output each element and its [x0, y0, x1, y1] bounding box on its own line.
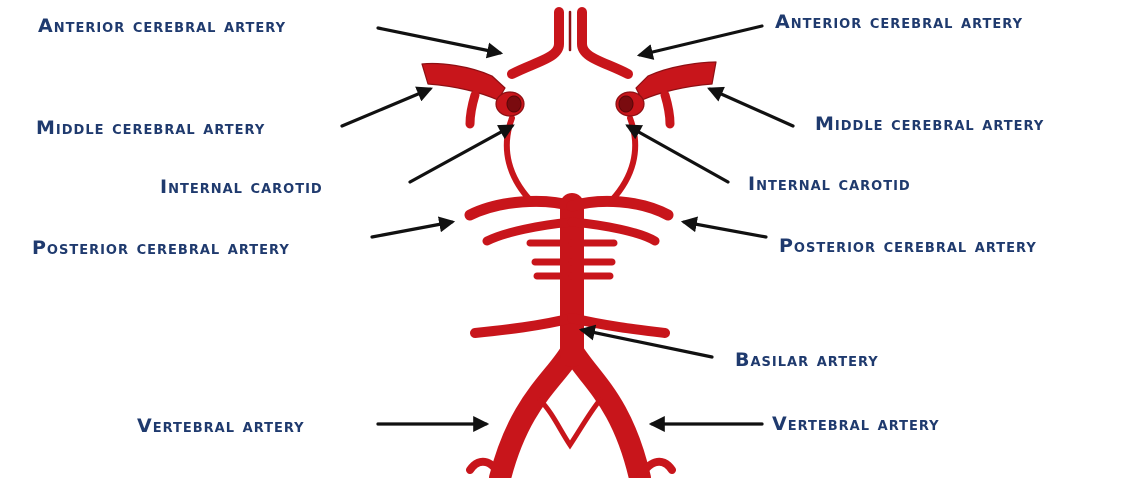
- anterior-cerebral-arteries: [507, 7, 633, 79]
- arrow-aca-left: [376, 26, 504, 59]
- label-vertebral-right: Vertebral artery: [772, 413, 940, 435]
- label-anterior-cerebral-left: Anterior cerebral artery: [38, 15, 286, 37]
- arrow-ica-left: [408, 124, 515, 184]
- arrow-mca-right: [707, 86, 795, 128]
- arrow-aca-right: [636, 24, 764, 60]
- label-posterior-cerebral-right: Posterior cerebral artery: [779, 235, 1037, 257]
- arrow-basilar: [578, 324, 714, 359]
- labels: Anterior cerebral artery Anterior cerebr…: [32, 11, 1044, 437]
- arrow-pca-left: [370, 216, 456, 239]
- arrow-mca-left: [340, 86, 433, 128]
- pointer-arrows: [340, 24, 795, 432]
- artery-drawing: [421, 7, 717, 478]
- label-internal-carotid-left: Internal carotid: [160, 176, 323, 198]
- posterior-cerebral-arteries: [464, 195, 674, 221]
- pontine-branches: [470, 217, 670, 338]
- vertebral-arteries: [466, 339, 676, 478]
- arrow-pca-right: [680, 216, 768, 239]
- posterior-communicating-arteries: [503, 115, 639, 203]
- label-basilar-artery: Basilar artery: [735, 349, 879, 371]
- arrow-ica-right: [625, 124, 730, 184]
- label-middle-cerebral-right: Middle cerebral artery: [815, 113, 1044, 135]
- label-middle-cerebral-left: Middle cerebral artery: [36, 117, 265, 139]
- internal-carotid-arteries: [495, 91, 645, 117]
- label-anterior-cerebral-right: Anterior cerebral artery: [775, 11, 1023, 33]
- middle-cerebral-arteries: [421, 61, 717, 129]
- label-posterior-cerebral-left: Posterior cerebral artery: [32, 237, 290, 259]
- label-internal-carotid-right: Internal carotid: [748, 173, 911, 195]
- label-vertebral-left: Vertebral artery: [137, 415, 305, 437]
